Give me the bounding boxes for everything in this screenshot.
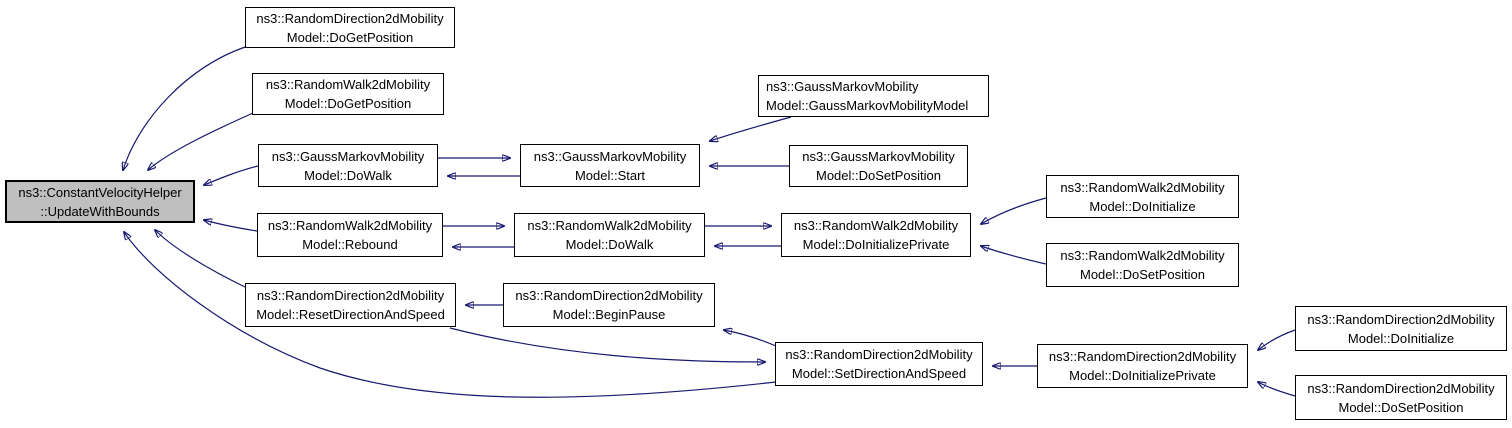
edge-rd2d-dosetposition-to-rd2d-doinitializeprivate bbox=[1258, 382, 1296, 397]
node-gm-dowalk[interactable]: ns3::GaussMarkovMobility Model::DoWalk bbox=[258, 144, 438, 187]
node-rw2d-dosetposition[interactable]: ns3::RandomWalk2dMobility Model::DoSetPo… bbox=[1046, 243, 1239, 287]
node-label-line2: Model::DoInitializePrivate bbox=[802, 237, 950, 252]
node-rw2d-dowalk[interactable]: ns3::RandomWalk2dMobility Model::DoWalk bbox=[514, 213, 705, 257]
node-label-line1: ns3::RandomWalk2dMobility bbox=[793, 218, 959, 233]
node-gm-start[interactable]: ns3::GaussMarkovMobility Model::Start bbox=[520, 144, 700, 187]
node-label-line1: ns3::RandomDirection2dMobility bbox=[1048, 349, 1237, 364]
node-label-line1: ns3::RandomDirection2dMobility bbox=[256, 10, 444, 26]
node-label-line1: ns3::ConstantVelocityHelper bbox=[18, 184, 182, 200]
edge-rd2d-dogetposition-to-updatewithbounds bbox=[123, 46, 246, 170]
node-rw2d-doinitialize[interactable]: ns3::RandomWalk2dMobility Model::DoIniti… bbox=[1046, 175, 1239, 218]
node-label-line1: ns3::GaussMarkovMobility bbox=[766, 79, 919, 94]
edge-rd2d-resetdirectionandspeed-to-rd2d-setdirectionandspeed bbox=[449, 327, 765, 362]
node-label-line1: ns3::GaussMarkovMobility bbox=[533, 148, 687, 164]
node-label-line2: Model::SetDirectionAndSpeed bbox=[791, 366, 967, 381]
node-rw2d-dogetposition[interactable]: ns3::RandomWalk2dMobility Model::DoGetPo… bbox=[252, 73, 444, 115]
edge-rw2d-rebound-to-updatewithbounds bbox=[204, 220, 258, 232]
edge-rw2d-dosetposition-to-rw2d-doinitializeprivate bbox=[981, 246, 1047, 265]
node-gm-constructor[interactable]: ns3::GaussMarkovMobility Model::GaussMar… bbox=[758, 75, 989, 117]
node-rw2d-doinitializeprivate[interactable]: ns3::RandomWalk2dMobility Model::DoIniti… bbox=[781, 213, 971, 257]
node-gm-dosetposition[interactable]: ns3::GaussMarkovMobility Model::DoSetPos… bbox=[789, 145, 968, 187]
node-rd2d-doinitializeprivate[interactable]: ns3::RandomDirection2dMobility Model::Do… bbox=[1037, 344, 1248, 388]
node-rd2d-beginpause[interactable]: ns3::RandomDirection2dMobility Model::Be… bbox=[503, 283, 715, 327]
node-rd2d-doinitialize[interactable]: ns3::RandomDirection2dMobility Model::Do… bbox=[1295, 306, 1507, 351]
node-label-line1: ns3::GaussMarkovMobility bbox=[271, 148, 425, 164]
node-label-line1: ns3::RandomWalk2dMobility bbox=[527, 218, 692, 233]
node-update-with-bounds: ns3::ConstantVelocityHelper ::UpdateWith… bbox=[5, 180, 195, 223]
node-rd2d-resetdirectionandspeed[interactable]: ns3::RandomDirection2dMobility Model::Re… bbox=[245, 283, 456, 327]
node-label-line1: ns3::GaussMarkovMobility bbox=[802, 149, 955, 164]
node-label-line1: ns3::RandomDirection2dMobility bbox=[1307, 311, 1495, 327]
node-label-line2: Model::DoGetPosition bbox=[284, 96, 412, 111]
node-label-line2: Model::DoWalk bbox=[304, 167, 392, 183]
node-label-line2: Model::DoSetPosition bbox=[1079, 267, 1205, 282]
node-label-line1: ns3::RandomDirection2dMobility bbox=[515, 288, 703, 303]
edge-rw2d-dogetposition-to-updatewithbounds bbox=[148, 112, 254, 170]
edge-rd2d-resetdirectionandspeed-to-updatewithbounds bbox=[155, 230, 246, 288]
node-rd2d-dosetposition[interactable]: ns3::RandomDirection2dMobility Model::Do… bbox=[1295, 375, 1507, 420]
node-label-line2: Model::DoWalk bbox=[565, 237, 654, 252]
node-label-line2: ::UpdateWithBounds bbox=[40, 203, 160, 219]
node-label-line2: Model::DoSetPosition bbox=[815, 168, 941, 183]
edge-rd2d-doinitialize-to-rd2d-doinitializeprivate bbox=[1258, 329, 1296, 350]
node-label-line1: ns3::RandomWalk2dMobility bbox=[267, 218, 433, 233]
edge-gm-dowalk-to-updatewithbounds bbox=[204, 165, 259, 185]
node-rd2d-setdirectionandspeed[interactable]: ns3::RandomDirection2dMobility Model::Se… bbox=[775, 342, 983, 386]
node-label-line2: Model::DoInitialize bbox=[1347, 330, 1455, 346]
node-rd2d-dogetposition[interactable]: ns3::RandomDirection2dMobility Model::Do… bbox=[245, 7, 455, 48]
node-label-line2: Model::ResetDirectionAndSpeed bbox=[256, 307, 445, 322]
node-label-line1: ns3::RandomDirection2dMobility bbox=[1307, 380, 1495, 396]
edge-rd2d-setdirectionandspeed-to-rd2d-beginpause bbox=[724, 330, 777, 347]
node-label-line2: Model::GaussMarkovMobilityModel bbox=[766, 98, 969, 113]
node-label-line2: Model::DoGetPosition bbox=[286, 29, 414, 45]
node-label-line1: ns3::RandomWalk2dMobility bbox=[265, 77, 431, 92]
node-label-line2: Model::BeginPause bbox=[552, 307, 666, 322]
node-label-line2: Model::Start bbox=[574, 167, 646, 183]
node-label-line2: Model::DoInitialize bbox=[1089, 198, 1196, 214]
node-rw2d-rebound[interactable]: ns3::RandomWalk2dMobility Model::Rebound bbox=[257, 213, 443, 257]
node-label-line1: ns3::RandomWalk2dMobility bbox=[1060, 179, 1225, 195]
node-label-line2: Model::DoSetPosition bbox=[1338, 399, 1464, 415]
edge-gm-constructor-to-gm-start bbox=[710, 116, 792, 141]
node-label-line1: ns3::RandomDirection2dMobility bbox=[256, 288, 445, 303]
node-label-line2: Model::DoInitializePrivate bbox=[1069, 368, 1216, 383]
edge-rw2d-doinitialize-to-rw2d-doinitializeprivate bbox=[981, 197, 1047, 224]
node-label-line2: Model::Rebound bbox=[302, 237, 398, 252]
node-label-line1: ns3::RandomDirection2dMobility bbox=[785, 347, 973, 362]
node-label-line1: ns3::RandomWalk2dMobility bbox=[1060, 248, 1225, 263]
edge-rd2d-setdirectionandspeed-to-updatewithbounds bbox=[124, 232, 777, 398]
